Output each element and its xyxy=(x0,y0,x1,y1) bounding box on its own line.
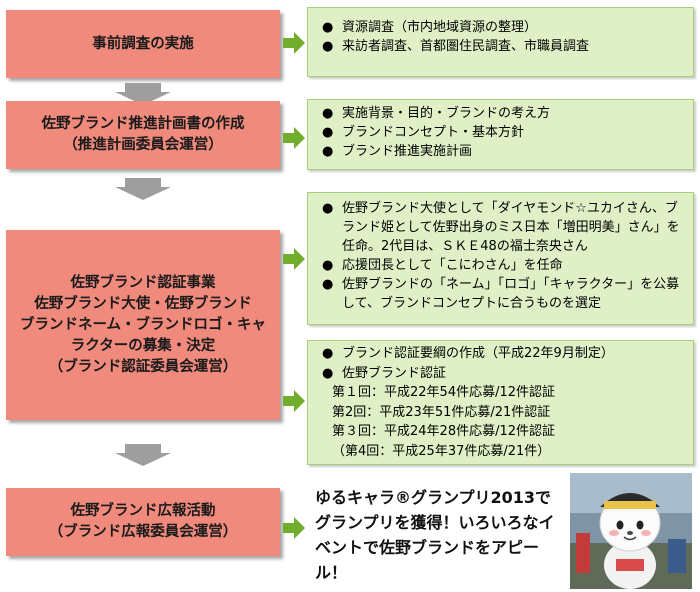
right-arrow-ambassador xyxy=(283,248,305,270)
survey-item: ●資源調査（市内地域資源の整理） xyxy=(322,20,538,35)
step-plan: 佐野ブランド推進計画書の作成 （推進計画委員会運営） xyxy=(6,101,280,169)
pr-message: ゆるキャラ®グランプリ2013でグランプリを獲得！いろいろなイベントで佐野ブラン… xyxy=(315,488,555,582)
down-arrow-1 xyxy=(115,83,171,105)
certification-round: 第１回：平成22年54件応募/12件認証 xyxy=(332,385,556,400)
box-certification: ●ブランド認証要綱の作成（平成22年9月制定） ●佐野ブランド認証 第１回：平成… xyxy=(307,340,694,465)
step-survey: 事前調査の実施 xyxy=(6,10,280,78)
step-plan-committee: （推進計画委員会運営） xyxy=(63,137,223,153)
step-plan-title: 佐野ブランド推進計画書の作成 xyxy=(41,116,245,132)
step-cert-line-2: 佐野ブランド大使・佐野ブランド xyxy=(34,295,252,312)
survey-item: ●来訪者調査、首都圏住民調査、市職員調査 xyxy=(322,39,590,54)
step-pr-title: 佐野ブランド広報活動 xyxy=(70,503,216,519)
certification-round: （第4回：平成25年37件応募/21件） xyxy=(332,443,551,459)
box-survey: ●資源調査（市内地域資源の整理） ●来訪者調査、首都圏住民調査、市職員調査 xyxy=(307,7,694,77)
right-arrow-survey xyxy=(283,32,305,54)
step-pr-committee: （ブランド広報委員会運営） xyxy=(48,524,238,540)
step-cert-line-1: 佐野ブランド認証事業 xyxy=(70,274,216,291)
plan-item: ●ブランドコンセプト・基本方針 xyxy=(322,125,525,140)
right-arrow-pr xyxy=(283,517,305,539)
ambassador-item: ●応援団長として「こにわさん」を任命 xyxy=(322,258,563,273)
right-arrow-plan xyxy=(283,127,305,149)
down-arrow-2 xyxy=(115,178,171,200)
step-certification: 佐野ブランド認証事業 佐野ブランド大使・佐野ブランド ブランドネーム・ブランドロ… xyxy=(6,230,280,420)
certification-item: ●佐野ブランド認証 xyxy=(322,365,447,381)
certification-round: 第2回：平成23年51件応募/21件認証 xyxy=(332,404,551,420)
step-cert-line-4: ラクターの募集・決定 xyxy=(70,337,216,354)
box-ambassador: ●佐野ブランド大使として「ダイヤモンド☆ユカイさん、ブランド姫として佐野出身のミ… xyxy=(307,192,694,325)
down-arrow-3 xyxy=(115,444,171,466)
step-cert-line-3: ブランドネーム・ブランドロゴ・キャ xyxy=(19,316,267,333)
plan-item: ●実施背景・目的・ブランドの考え方 xyxy=(322,106,551,121)
step-survey-title: 事前調査の実施 xyxy=(92,35,194,52)
ambassador-item: ●佐野ブランドの「ネーム」「ロゴ」「キャラクター」を公募して、ブランドコンセプト… xyxy=(322,277,680,311)
right-arrow-certification xyxy=(283,390,305,412)
step-cert-line-5: （ブランド認証委員会運営） xyxy=(48,358,238,375)
mascot-photo xyxy=(570,473,692,589)
certification-item: ●ブランド認証要綱の作成（平成22年9月制定） xyxy=(322,346,614,361)
step-pr: 佐野ブランド広報活動 （ブランド広報委員会運営） xyxy=(6,488,280,556)
plan-item: ●ブランド推進実施計画 xyxy=(322,144,473,159)
box-plan: ●実施背景・目的・ブランドの考え方 ●ブランドコンセプト・基本方針 ●ブランド推… xyxy=(307,99,694,170)
ambassador-item: ●佐野ブランド大使として「ダイヤモンド☆ユカイさん、ブランド姫として佐野出身のミ… xyxy=(322,201,680,254)
certification-round: 第３回：平成24年28件応募/12件認証 xyxy=(332,424,556,439)
